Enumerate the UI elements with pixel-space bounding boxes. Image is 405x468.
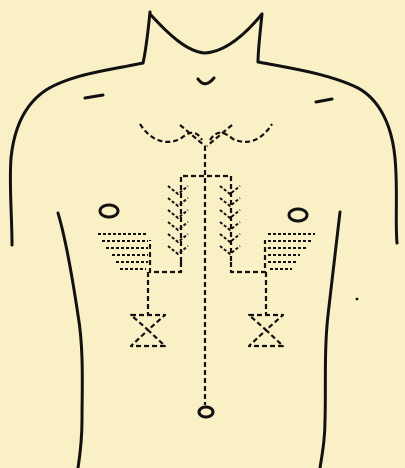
sternum-v-right (207, 125, 232, 146)
left-shoulder-mark (85, 95, 103, 98)
left-connector (150, 240, 181, 272)
right-torso-side (320, 212, 340, 468)
right-nipple (289, 209, 307, 221)
left-branch-chevrons (168, 186, 188, 254)
right-connector (231, 240, 265, 272)
right-hatch-lines (268, 234, 315, 269)
left-torso-side (58, 213, 82, 468)
torso-outline (10, 12, 397, 468)
right-clavicle-wave (210, 124, 272, 142)
suprasternal-notch (198, 78, 214, 84)
ink-speck (356, 298, 359, 301)
right-hatch-block (268, 234, 315, 269)
left-hatch-lines (98, 234, 148, 269)
left-shoulder-and-arm (10, 63, 143, 245)
neck-base (150, 14, 262, 53)
nipples (100, 205, 307, 221)
right-shoulder-and-arm (258, 62, 397, 243)
right-hourglass (249, 315, 283, 346)
left-hatch-block (98, 234, 148, 269)
neck-left (143, 12, 150, 63)
right-shoulder-mark (316, 99, 332, 102)
left-hourglass (131, 315, 165, 346)
navel-circle (199, 407, 213, 417)
left-clavicle-wave (140, 124, 202, 142)
tattoo-design (98, 124, 315, 417)
neck-right (258, 14, 262, 62)
left-nipple (100, 205, 118, 217)
